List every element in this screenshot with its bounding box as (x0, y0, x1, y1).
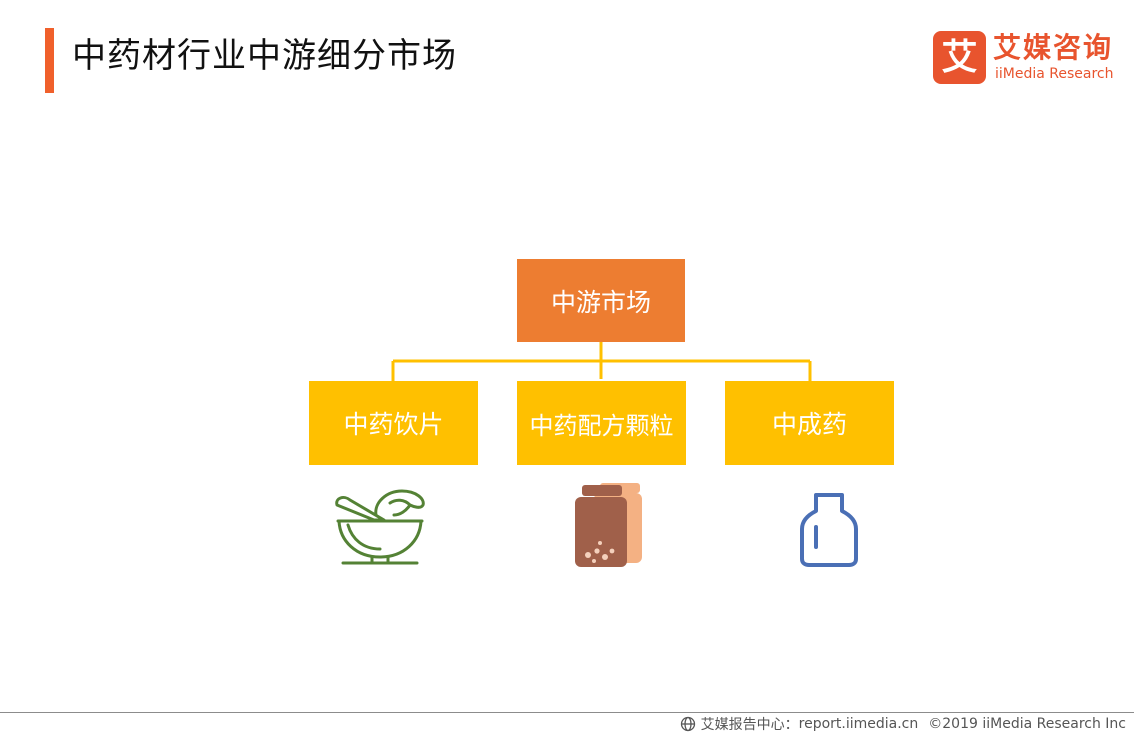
logo-name-cn: 艾媒咨询 (993, 31, 1114, 64)
root-node: 中游市场 (517, 259, 685, 342)
child-node-granules: 中药配方颗粒 (517, 381, 686, 465)
footer-source: 艾媒报告中心： (700, 717, 799, 733)
title-accent-bar (45, 28, 54, 93)
footer-copyright: ©2019 iiMedia Research Inc (928, 716, 1126, 732)
footer-divider (0, 712, 1134, 713)
footer: 艾媒报告中心： report.iimedia.cn ©2019 iiMedia … (680, 713, 1126, 735)
footer-site-link[interactable]: report.iimedia.cn (798, 716, 919, 732)
page-title: 中药材行业中游细分市场 (72, 36, 457, 76)
child-node-decoction-pieces: 中药饮片 (309, 381, 478, 465)
medicine-bottle-icon (800, 493, 858, 567)
logo-mark: 艾 (933, 31, 986, 84)
mortar-pestle-icon (335, 489, 425, 565)
granule-bottles-icon (575, 483, 642, 567)
iimedia-logo: 艾 艾媒咨询 iiMedia Research (933, 31, 1123, 85)
child-node-patent-medicine: 中成药 (725, 381, 894, 465)
logo-name-en: iiMedia Research (995, 66, 1114, 82)
globe-icon (680, 716, 695, 732)
